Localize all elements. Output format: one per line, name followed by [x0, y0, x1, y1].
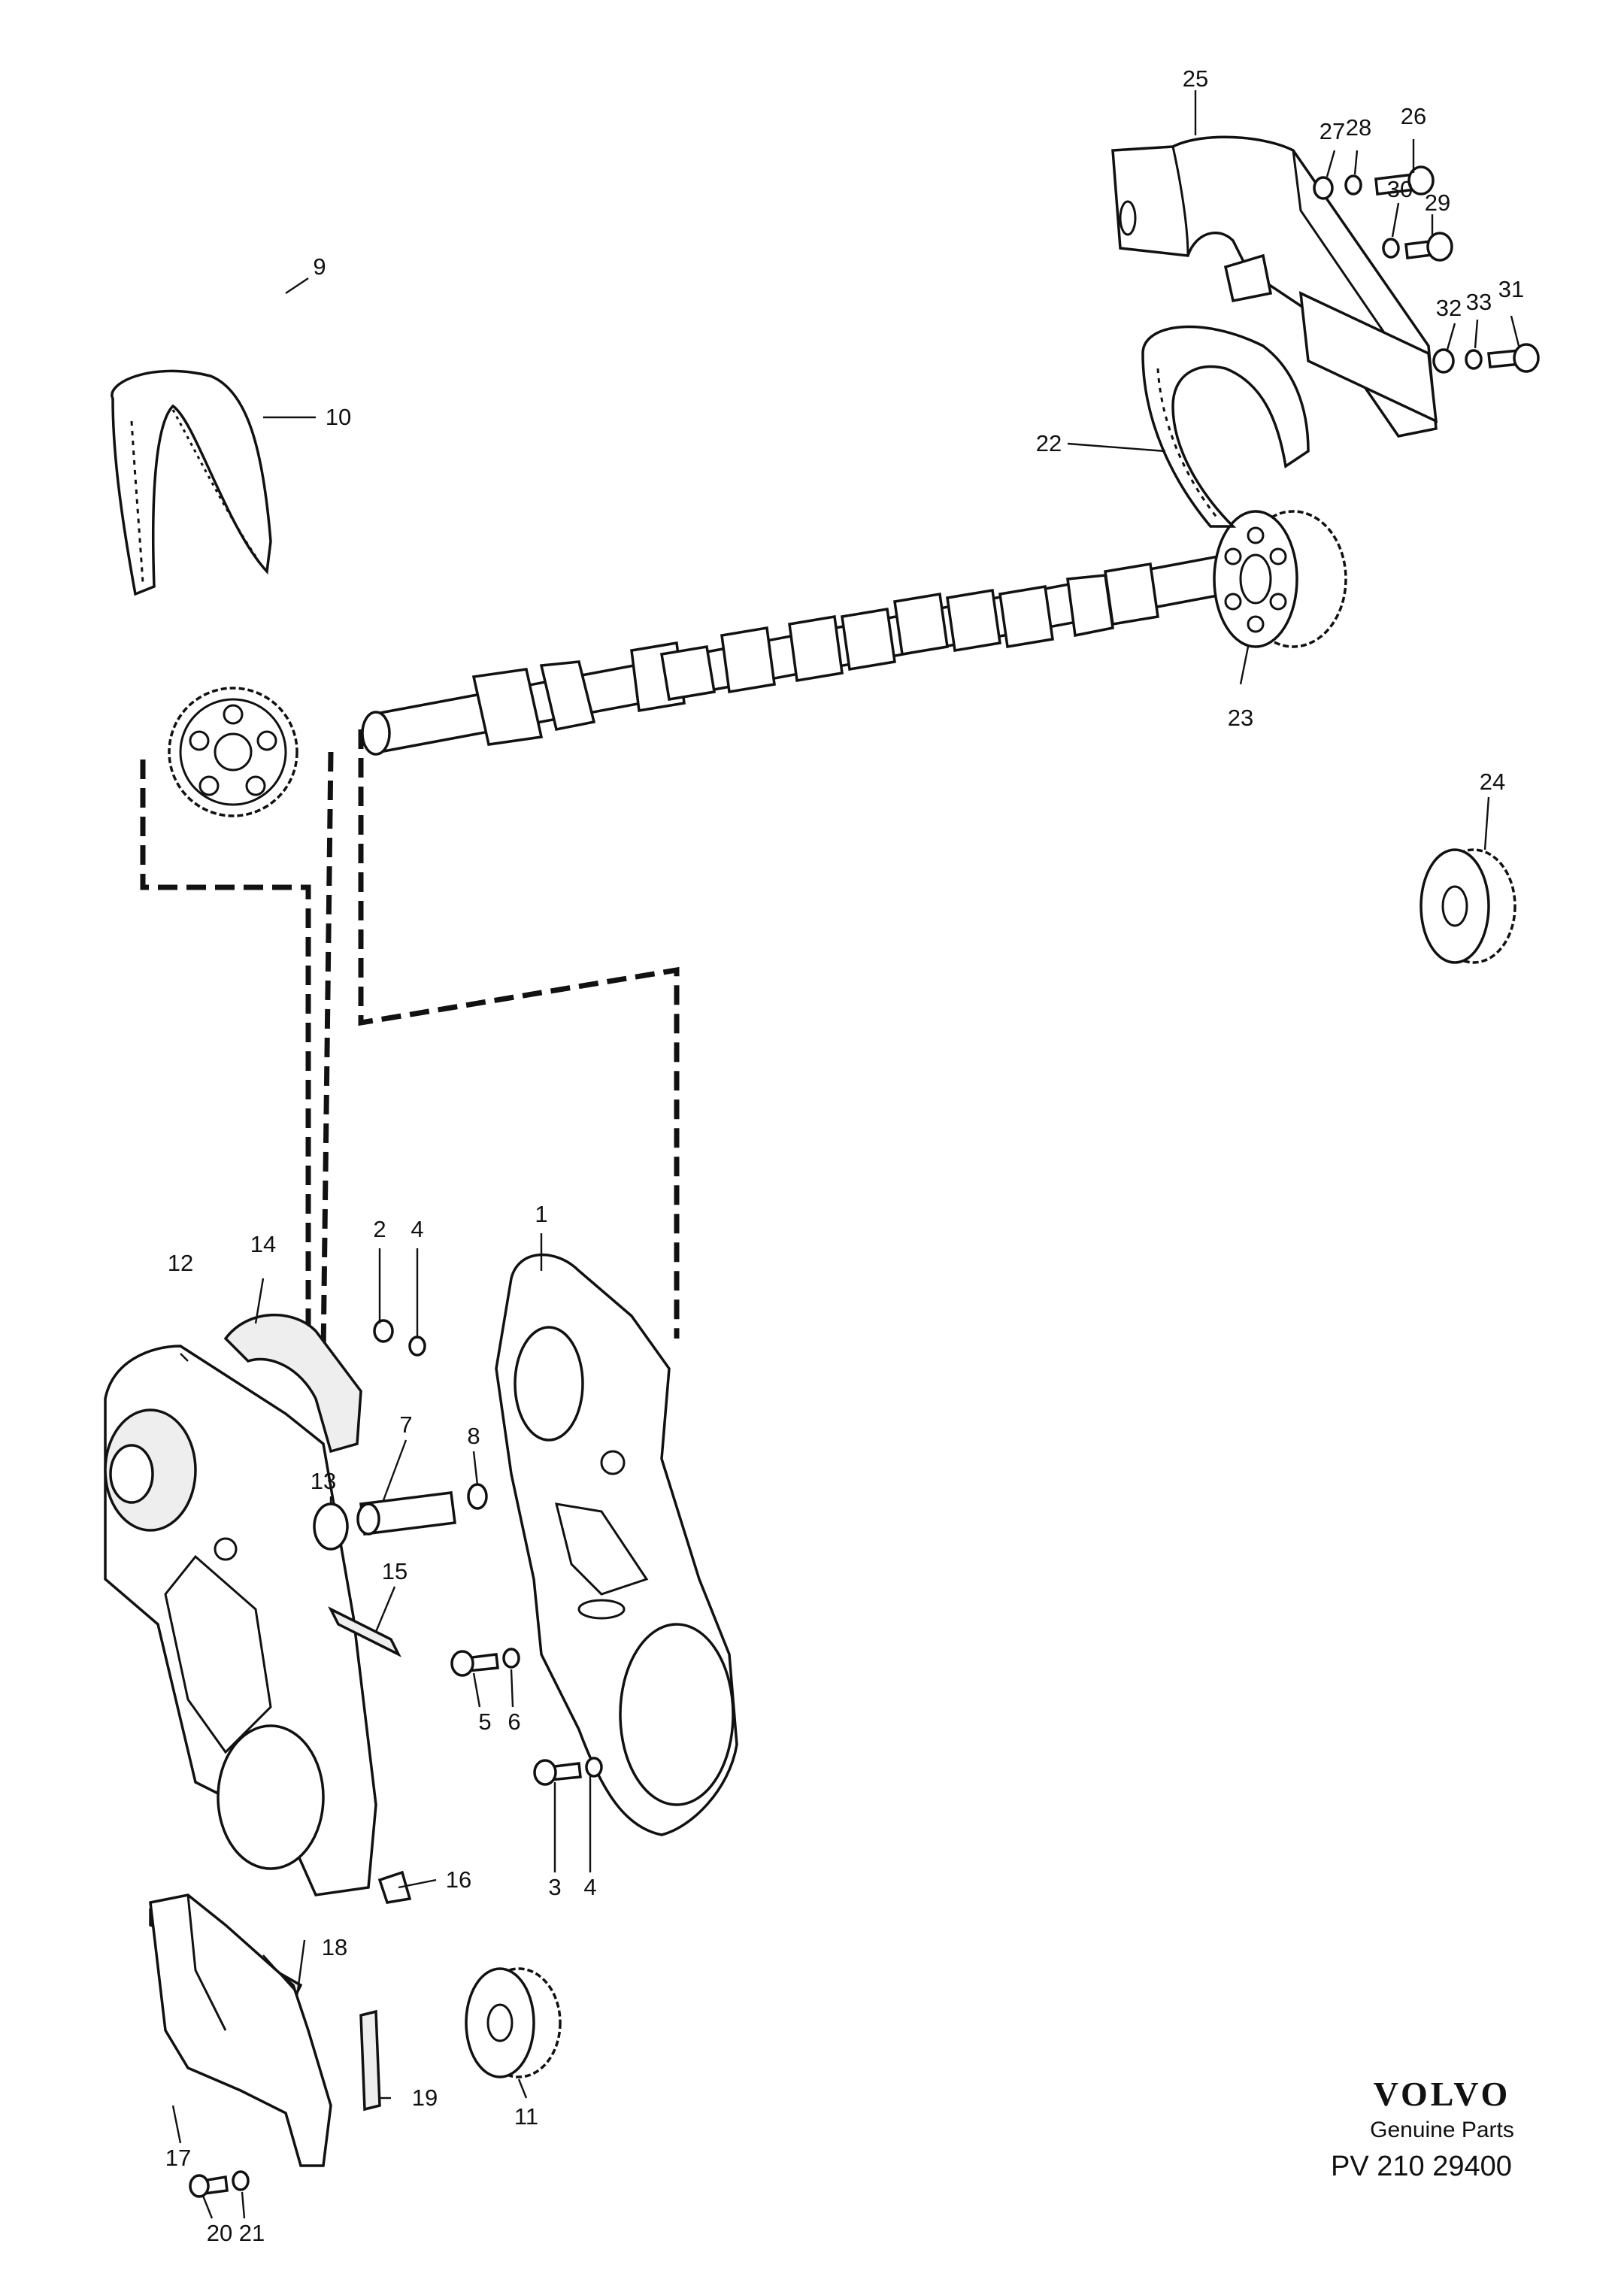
callout-9: 9: [313, 253, 326, 280]
callout-6: 6: [508, 1708, 520, 1735]
camshaft-sprocket-10: [168, 687, 298, 817]
part-reference-number: PV 210 29400: [1331, 2151, 1512, 2182]
callout-16: 16: [446, 1866, 471, 1893]
callout-29: 29: [1425, 189, 1450, 216]
crankshaft-sprocket-11: [465, 1967, 562, 2078]
callout-labels: 1 2 3 4 4 5 6 7 8 9 10 11 12 13 14 15 16…: [165, 65, 1524, 2246]
callout-15: 15: [382, 1558, 408, 1584]
callout-2: 2: [373, 1216, 386, 1242]
callout-10: 10: [326, 404, 351, 430]
callout-17: 17: [165, 2145, 191, 2171]
callout-4: 4: [411, 1216, 423, 1242]
callout-11: 11: [514, 2103, 538, 2130]
fasteners-26-33: [1313, 165, 1540, 374]
callout-32: 32: [1436, 295, 1462, 321]
callout-1: 1: [535, 1201, 547, 1227]
callout-13: 13: [311, 1468, 336, 1494]
alignment-lines: [140, 729, 680, 1354]
sprocket-24: [1419, 848, 1516, 964]
bolts-and-washers: [189, 1648, 603, 2198]
callout-21: 21: [239, 2220, 265, 2246]
callout-8: 8: [467, 1423, 480, 1449]
rear-cover-plate-1: [495, 1254, 738, 1836]
camshaft-sprocket-23: [1213, 510, 1347, 648]
callout-27: 27: [1320, 118, 1345, 144]
lower-cover-17: [149, 1893, 332, 2167]
callout-28: 28: [1346, 114, 1371, 141]
callout-5: 5: [478, 1708, 491, 1735]
timing-belt-22: [1141, 325, 1310, 528]
brand-subtitle: Genuine Parts: [1370, 2118, 1514, 2142]
timing-belt-9: [111, 369, 272, 596]
callout-12: 12: [168, 1250, 193, 1276]
callout-4b: 4: [583, 1874, 596, 1900]
leader-lines: [171, 90, 1520, 2219]
volvo-logo: VOLVO: [1373, 2075, 1511, 2113]
callout-33: 33: [1466, 289, 1492, 315]
front-timing-cover-12: [104, 1345, 377, 1896]
callout-25: 25: [1183, 65, 1208, 92]
callout-19: 19: [412, 2084, 438, 2111]
callout-31: 31: [1498, 276, 1524, 302]
callout-7: 7: [399, 1411, 412, 1438]
callout-23: 23: [1228, 705, 1253, 731]
callout-22: 22: [1036, 430, 1062, 456]
belt-guard-bracket-25: [1111, 135, 1438, 438]
callout-18: 18: [322, 1934, 347, 1960]
callout-26: 26: [1401, 103, 1426, 129]
callout-24: 24: [1480, 769, 1505, 795]
callout-14: 14: [250, 1231, 276, 1257]
callout-30: 30: [1387, 176, 1413, 202]
callout-20: 20: [207, 2220, 232, 2246]
clip-16: [377, 1870, 412, 1904]
brand-block: VOLVO Genuine Parts: [1322, 2077, 1562, 2143]
camshaft: [361, 554, 1228, 756]
callout-3: 3: [548, 1874, 561, 1900]
